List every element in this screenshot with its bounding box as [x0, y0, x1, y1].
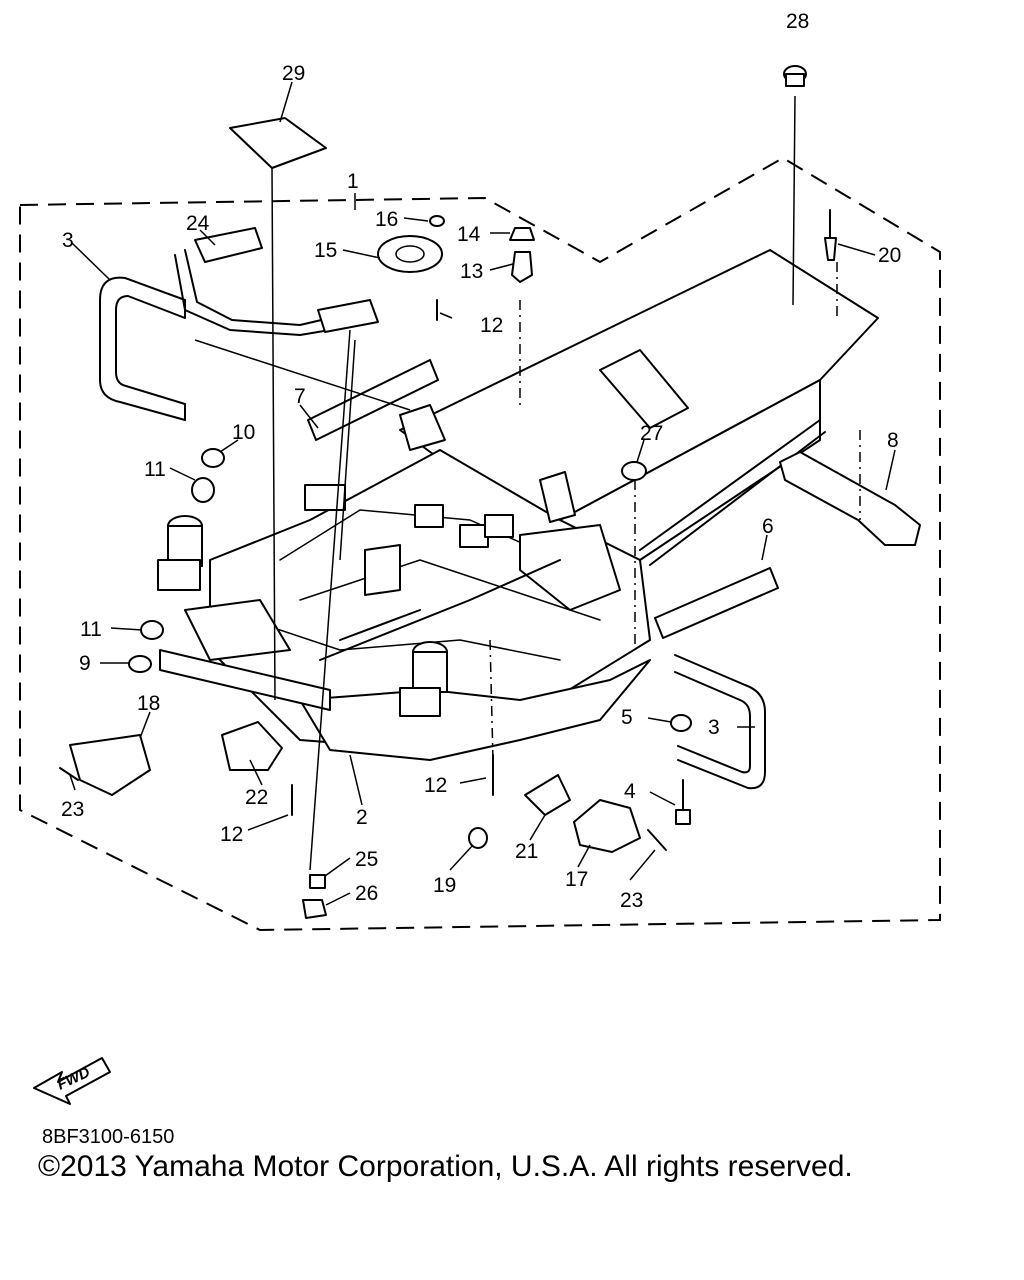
rail-part-front	[307, 359, 439, 441]
callout-23-right: 23	[620, 889, 643, 912]
callout-5: 5	[621, 706, 633, 729]
callout-13: 13	[460, 260, 483, 283]
grab-handle	[174, 227, 379, 336]
gasket-part	[221, 721, 283, 771]
bracket-part	[779, 451, 921, 546]
callout-27: 27	[640, 422, 663, 445]
callout-18: 18	[137, 692, 160, 715]
callout-29: 29	[282, 62, 305, 85]
callout-19: 19	[433, 874, 456, 897]
rail-part	[654, 567, 779, 639]
callout-23-left: 23	[61, 798, 84, 821]
callout-26: 26	[355, 882, 378, 905]
callout-12-top: 12	[480, 314, 503, 337]
callout-3-right: 3	[708, 716, 720, 739]
gasket-part-21	[524, 774, 571, 816]
callout-12-bottom: 12	[220, 823, 243, 846]
callout-16: 16	[375, 208, 398, 231]
callout-leaders	[69, 81, 896, 906]
callout-22: 22	[245, 786, 268, 809]
steering-boot	[69, 734, 151, 796]
callout-6: 6	[762, 515, 774, 538]
callout-labels: 1 2 3 3 4 5 6 7 8 9 10 11 11 12 12 12 13…	[61, 10, 901, 912]
callout-25: 25	[355, 848, 378, 871]
assembly-boundary	[19, 156, 941, 932]
hardware	[59, 209, 837, 919]
callout-8: 8	[887, 429, 899, 452]
callout-11-upper: 11	[144, 458, 166, 481]
decal-plate	[229, 117, 327, 169]
callout-21: 21	[515, 840, 538, 863]
assembly-lines	[194, 95, 861, 871]
callout-2: 2	[356, 806, 368, 829]
boot-part	[573, 799, 641, 853]
callout-1: 1	[347, 170, 359, 193]
callout-9: 9	[79, 652, 91, 675]
callout-10: 10	[232, 421, 255, 444]
callout-24: 24	[186, 212, 210, 235]
copyright-notice: ©2013 Yamaha Motor Corporation, U.S.A. A…	[38, 1150, 853, 1183]
callout-3-left: 3	[62, 229, 74, 252]
callout-17: 17	[565, 868, 588, 891]
cap-part	[783, 65, 807, 87]
callout-7: 7	[294, 385, 306, 408]
bumper-right	[674, 654, 766, 790]
frame-body	[157, 249, 879, 761]
callout-12-mid: 12	[424, 774, 447, 797]
callout-15: 15	[314, 239, 337, 262]
part-code: 8BF3100-6150	[42, 1126, 175, 1148]
callout-28: 28	[786, 10, 809, 33]
callout-14: 14	[457, 223, 481, 246]
callout-11-lower: 11	[80, 618, 102, 641]
fwd-arrow-icon: FWD	[33, 1057, 111, 1105]
callout-20: 20	[878, 244, 901, 267]
callout-4: 4	[624, 780, 636, 803]
bumper-left	[99, 276, 186, 421]
